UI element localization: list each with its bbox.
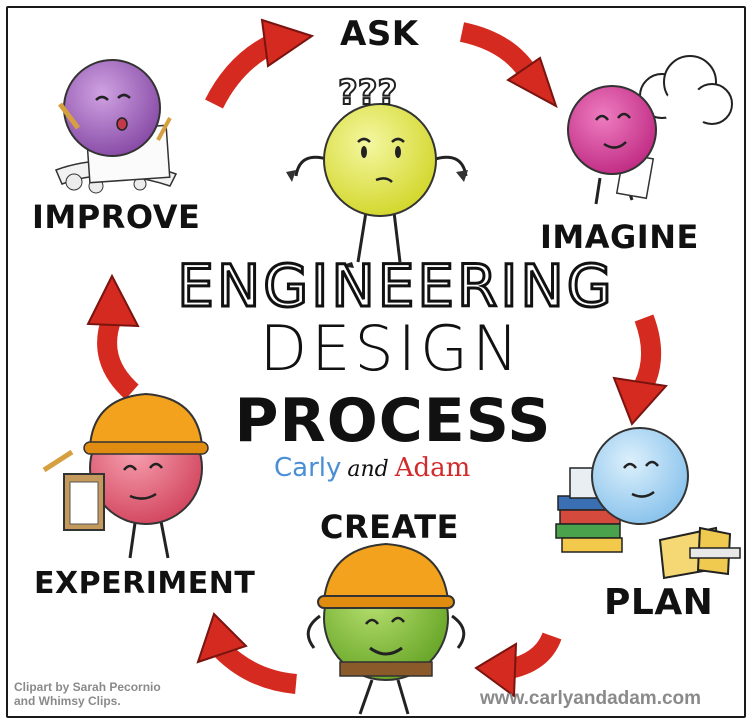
- arrow-experiment-to-improve: [86, 273, 140, 400]
- brand-conjunction: and: [347, 457, 389, 482]
- step-label-ask: ASK: [340, 14, 419, 54]
- website-url: www.carlyandadam.com: [480, 688, 702, 709]
- arrow-ask-to-imagine: [459, 22, 558, 109]
- credit-line-1: Clipart by Sarah Pecornio: [14, 680, 161, 694]
- step-label-improve: IMPROVE: [32, 198, 201, 236]
- title-engineering: ENGINEERING: [176, 251, 615, 322]
- arrow-plan-to-create: [474, 632, 562, 698]
- credit-line-2: and Whimsy Clips.: [14, 694, 121, 708]
- brand-name-adam: Adam: [394, 453, 471, 483]
- improve-character: [54, 59, 178, 194]
- step-label-experiment: EXPERIMENT: [34, 566, 256, 601]
- frame-border: [6, 6, 746, 718]
- plan-character: [555, 427, 741, 580]
- create-character: [306, 542, 466, 715]
- arrow-improve-to-ask: [205, 18, 315, 109]
- ask-character: ???: [286, 72, 468, 268]
- imagine-character: [567, 55, 733, 205]
- clipart-credit: Clipart by Sarah Pecornio and Whimsy Cli…: [14, 680, 214, 708]
- title-design: DESIGN: [259, 312, 523, 385]
- question-marks: ???: [338, 73, 397, 113]
- arrow-imagine-to-plan: [612, 314, 668, 426]
- step-label-plan: PLAN: [604, 582, 714, 623]
- thought-cloud-icon: [621, 55, 733, 131]
- title-process: PROCESS: [234, 386, 552, 456]
- step-label-imagine: IMAGINE: [540, 218, 699, 256]
- experiment-character: [42, 392, 209, 559]
- step-label-create: CREATE: [320, 508, 459, 546]
- brand-name-carly: Carly: [274, 453, 342, 483]
- arrow-create-to-experiment: [196, 612, 298, 694]
